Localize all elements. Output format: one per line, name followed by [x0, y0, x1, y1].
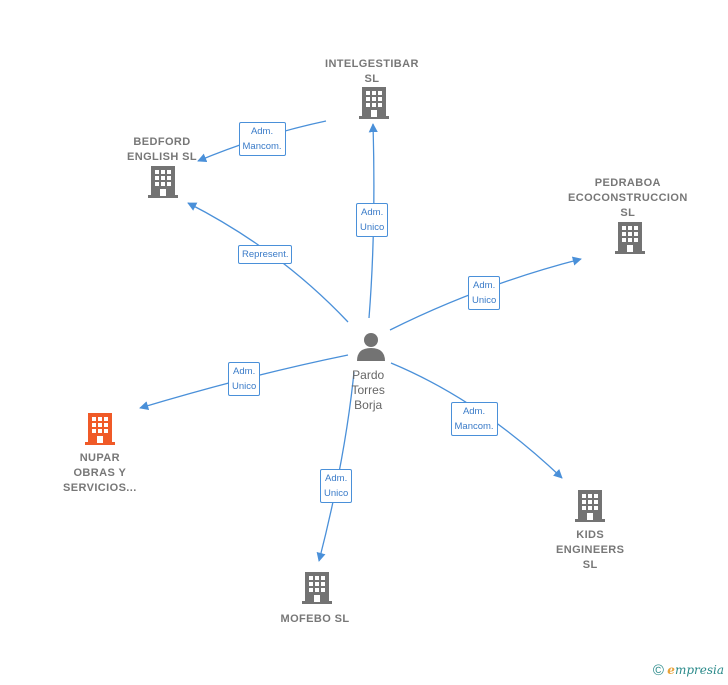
label-line: Unico [324, 488, 349, 499]
nodes [85, 87, 645, 604]
label-line: Pardo [352, 368, 385, 382]
edge-label-kids[interactable]: Adm. Mancom. [450, 402, 498, 436]
edge-label-mofebo[interactable]: Adm. Unico [320, 469, 353, 503]
label-line: MOFEBO SL [280, 613, 350, 625]
label-line: ENGLISH SL [127, 151, 198, 163]
edge-mofebo [316, 371, 355, 562]
label-line: Adm. [462, 406, 486, 417]
label-line: Unico [472, 295, 497, 306]
label-line: Unico [232, 381, 257, 392]
building-icon-intelgestibar[interactable] [359, 87, 389, 119]
building-icon-kids[interactable] [575, 490, 605, 522]
label-line: Adm. [250, 126, 274, 137]
label-line: SL [364, 73, 380, 85]
brand-initial: e [667, 663, 675, 677]
label-line: Torres [351, 383, 385, 397]
building-icon-nupar[interactable] [85, 413, 115, 445]
company-label-intelgestibar[interactable]: INTELGESTIBAR SL [325, 57, 419, 87]
company-label-nupar[interactable]: NUPAR OBRAS Y SERVICIOS... [63, 451, 137, 496]
building-icon-mofebo[interactable] [302, 572, 332, 604]
edges [139, 120, 582, 562]
label-line: SL [582, 559, 598, 571]
label-line: Mancom. [242, 141, 282, 152]
edge-label-bedford[interactable]: Adm. Mancom. [238, 122, 286, 156]
label-line: Represent. [242, 248, 289, 260]
label-line: Borja [354, 398, 383, 412]
label-line: SERVICIOS... [63, 482, 137, 494]
label-line: SL [620, 207, 636, 219]
label-line: KIDS [576, 529, 605, 541]
label-line: NUPAR [79, 452, 120, 464]
company-label-kids[interactable]: KIDS ENGINEERS SL [556, 528, 624, 573]
label-line: Adm. [233, 366, 256, 377]
brand-watermark: © empresia [653, 662, 724, 679]
brand-name: mpresia [674, 663, 724, 677]
company-label-mofebo[interactable]: MOFEBO SL [281, 612, 350, 627]
label-line: PEDRABOA [594, 177, 661, 189]
company-label-bedford[interactable]: BEDFORD ENGLISH SL [127, 135, 197, 165]
label-line: Adm. [325, 473, 348, 484]
label-line: Mancom. [454, 421, 494, 432]
copyright-icon: © [652, 662, 664, 679]
label-line: Adm. [361, 207, 384, 218]
edge-label-bedford[interactable]: Represent. [238, 244, 293, 264]
label-line: ENGINEERS [556, 544, 625, 556]
building-icon-bedford[interactable] [148, 166, 178, 198]
building-icon-pedraboa[interactable] [615, 222, 645, 254]
label-line: Unico [360, 222, 385, 233]
edge-label-pedraboa[interactable]: Adm. Unico [468, 276, 501, 310]
label-line: INTELGESTIBAR [325, 58, 419, 70]
label-line: Adm. [473, 280, 496, 291]
label-line: BEDFORD [133, 136, 191, 148]
edge-label-nupar[interactable]: Adm. Unico [228, 362, 261, 396]
edge-label-intelgestibar[interactable]: Adm. Unico [356, 203, 389, 237]
label-line: ECOCONSTRUCCION [568, 192, 688, 204]
company-label-pedraboa[interactable]: PEDRABOA ECOCONSTRUCCION SL [568, 176, 688, 221]
person-icon[interactable] [357, 333, 385, 361]
label-line: OBRAS Y [73, 467, 127, 479]
